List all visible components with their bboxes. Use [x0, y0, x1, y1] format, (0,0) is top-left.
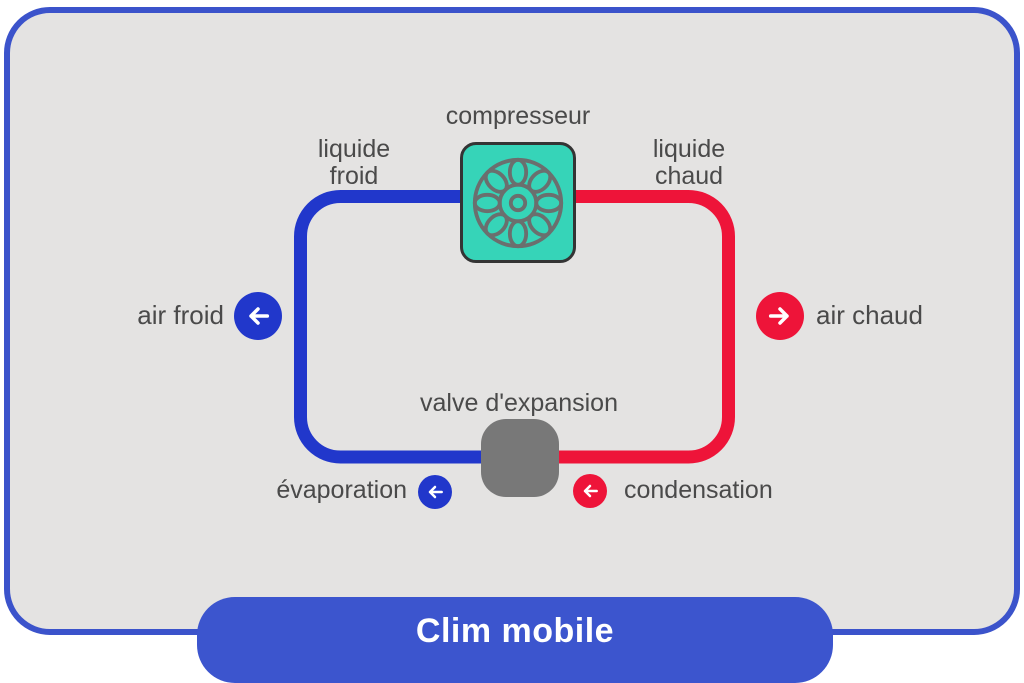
compressor-label: compresseur	[445, 102, 591, 130]
cold-air-label: air froid	[137, 300, 224, 330]
cold-liquid-label-line2: froid	[329, 162, 379, 190]
cold-pipe	[294, 190, 486, 464]
evaporation-label: évaporation	[276, 476, 407, 504]
expansion-valve-box	[481, 419, 559, 497]
page-title: Clim mobile	[415, 612, 615, 650]
compressor-box	[460, 142, 576, 263]
valve-label: valve d'expansion	[420, 389, 618, 417]
hot-liquid-label: liquide chaud	[653, 136, 725, 190]
cold-liquid-label: liquide froid	[318, 136, 390, 190]
evaporation-badge	[418, 475, 452, 509]
arrow-left-icon	[249, 307, 270, 325]
hot-pipe	[554, 190, 735, 464]
arrow-left-icon	[428, 485, 443, 499]
hot-air-badge	[756, 292, 804, 340]
fan-icon	[472, 157, 564, 248]
cold-liquid-label-line1: liquide	[317, 135, 391, 163]
condensation-label: condensation	[624, 476, 773, 504]
hot-liquid-label-line1: liquide	[652, 135, 726, 163]
condensation-badge	[573, 474, 607, 508]
arrow-right-icon	[768, 307, 789, 325]
cold-air-badge	[234, 292, 282, 340]
diagram-board	[4, 7, 1020, 635]
hot-air-label: air chaud	[816, 300, 923, 330]
title-banner: Clim mobile	[197, 597, 833, 683]
arrow-left-icon	[583, 484, 598, 498]
hot-liquid-label-line2: chaud	[654, 162, 724, 190]
